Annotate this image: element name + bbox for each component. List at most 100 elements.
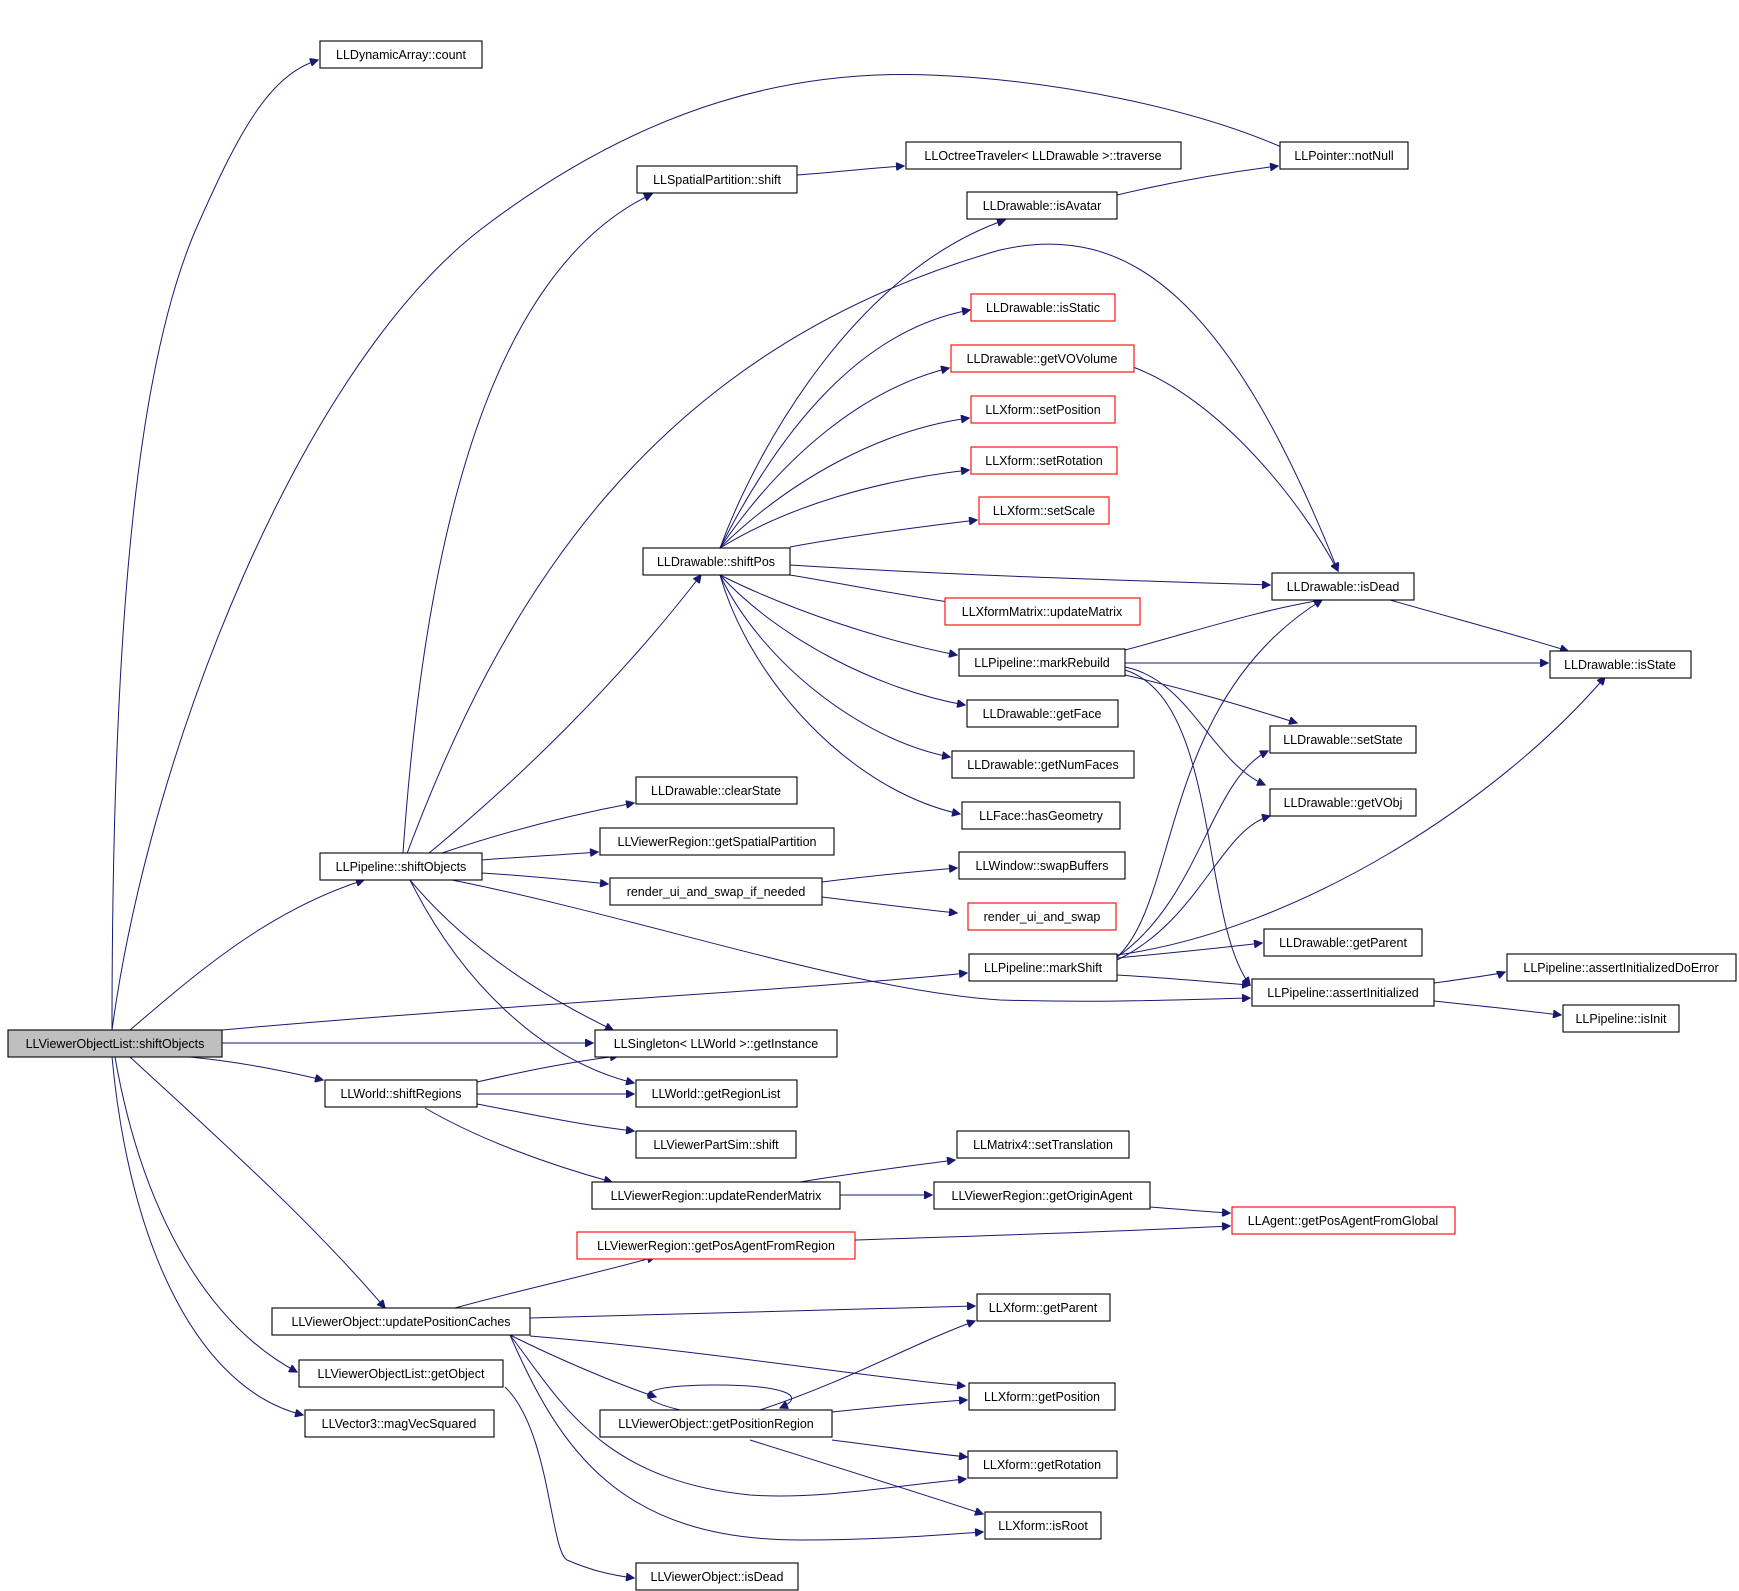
node-asserterr[interactable]: LLPipeline::assertInitializedDoError	[1506, 953, 1737, 982]
node-shiftobjects[interactable]: LLPipeline::shiftObjects	[319, 852, 483, 881]
node-label: LLDrawable::isStatic	[986, 301, 1100, 315]
edge-updrender-settrans	[799, 1160, 955, 1183]
node-shiftregions[interactable]: LLWorld::shiftRegions	[324, 1079, 478, 1108]
node-drgetparent[interactable]: LLDrawable::getParent	[1263, 928, 1423, 957]
node-magvec[interactable]: LLVector3::magVecSquared	[304, 1409, 495, 1438]
node-isstate[interactable]: LLDrawable::isState	[1549, 650, 1692, 679]
node-root[interactable]: LLViewerObjectList::shiftObjects	[7, 1029, 223, 1058]
node-isdead[interactable]: LLDrawable::isDead	[1271, 572, 1415, 601]
node-getposregion[interactable]: LLViewerRegion::getPosAgentFromRegion	[576, 1231, 856, 1260]
node-getvovol[interactable]: LLDrawable::getVOVolume	[950, 344, 1135, 373]
edge-shiftpos-isdead	[789, 564, 1270, 585]
node-spshift[interactable]: LLSpatialPartition::shift	[636, 165, 798, 194]
node-getvobj[interactable]: LLDrawable::getVObj	[1269, 788, 1417, 817]
node-label: LLDrawable::shiftPos	[657, 555, 775, 569]
edge-root-updposcache	[129, 1056, 385, 1308]
edge-getposreg-self	[647, 1384, 793, 1411]
node-getnumfaces[interactable]: LLDrawable::getNumFaces	[951, 750, 1135, 779]
edge-markshift-drgetparent	[1116, 943, 1262, 959]
edge-isdead-isstate	[1389, 599, 1568, 651]
edge-assertinit-isinit	[1433, 1000, 1561, 1015]
edge-getposreg-xgetrot	[831, 1439, 967, 1457]
edge-markrebuild-isdead	[1124, 600, 1322, 651]
node-getspatial[interactable]: LLViewerRegion::getSpatialPartition	[599, 827, 835, 856]
node-setscale[interactable]: LLXform::setScale	[978, 496, 1110, 525]
node-label: LLVector3::magVecSquared	[322, 1417, 477, 1431]
edge-root-magvec	[111, 1056, 303, 1415]
node-clearstate[interactable]: LLDrawable::clearState	[635, 776, 798, 805]
edge-root-shiftobjects	[129, 880, 364, 1031]
node-label: LLXform::setScale	[993, 504, 1095, 518]
edge-getposregion-getposglobal	[854, 1226, 1230, 1241]
edge-getvovol-isdead	[1132, 366, 1338, 571]
node-setrot[interactable]: LLXform::setRotation	[970, 446, 1118, 475]
node-label: LLFace::hasGeometry	[979, 809, 1103, 823]
edge-shiftobjects-isdead	[401, 243, 1338, 868]
node-getinstance[interactable]: LLSingleton< LLWorld >::getInstance	[594, 1029, 838, 1058]
node-setstate[interactable]: LLDrawable::setState	[1269, 725, 1417, 754]
node-getface[interactable]: LLDrawable::getFace	[966, 699, 1119, 728]
node-isstatic[interactable]: LLDrawable::isStatic	[970, 293, 1116, 322]
node-getorigin[interactable]: LLViewerRegion::getOriginAgent	[933, 1181, 1151, 1210]
edge-shiftregions-getinstance	[476, 1056, 618, 1083]
node-swapbuffers[interactable]: LLWindow::swapBuffers	[958, 851, 1126, 880]
node-updposcache[interactable]: LLViewerObject::updatePositionCaches	[271, 1307, 531, 1336]
node-renderifneeded[interactable]: render_ui_and_swap_if_needed	[609, 877, 823, 906]
node-markshift[interactable]: LLPipeline::markShift	[968, 953, 1118, 982]
node-shiftpos[interactable]: LLDrawable::shiftPos	[642, 547, 791, 576]
node-renderswap[interactable]: render_ui_and_swap	[967, 902, 1117, 931]
node-label: LLWorld::getRegionList	[652, 1087, 781, 1101]
node-getposreg[interactable]: LLViewerObject::getPositionRegion	[599, 1409, 833, 1438]
node-isavatar[interactable]: LLDrawable::isAvatar	[966, 191, 1118, 220]
node-label: LLViewerObjectList::getObject	[318, 1367, 486, 1381]
node-label: LLPipeline::assertInitialized	[1267, 986, 1419, 1000]
node-getregionlist[interactable]: LLWorld::getRegionList	[635, 1079, 798, 1108]
node-octree[interactable]: LLOctreeTraveler< LLDrawable >::traverse	[905, 141, 1182, 170]
node-voisdead[interactable]: LLViewerObject::isDead	[635, 1562, 799, 1591]
node-dyncount[interactable]: LLDynamicArray::count	[319, 40, 483, 69]
node-updmatrix[interactable]: LLXformMatrix::updateMatrix	[944, 597, 1141, 626]
edge-shiftpos-setrot	[719, 470, 969, 549]
edge-shiftobjects-getregionlist	[409, 879, 634, 1083]
edge-updposcache-isroot	[509, 1334, 983, 1541]
edge-assertinit-asserterr	[1433, 972, 1505, 984]
edge-markshift-isstate	[1116, 677, 1605, 956]
node-label: LLPipeline::markShift	[984, 961, 1103, 975]
edge-updposcache-getposregion	[454, 1257, 655, 1309]
node-updrender[interactable]: LLViewerRegion::updateRenderMatrix	[591, 1181, 841, 1210]
node-partsim[interactable]: LLViewerPartSim::shift	[635, 1130, 797, 1159]
edge-shiftpos-getnumfaces	[719, 574, 950, 757]
node-xgetparent[interactable]: LLXform::getParent	[976, 1293, 1111, 1322]
edge-updposcache-xgetposition	[529, 1335, 965, 1386]
edges	[111, 60, 1605, 1578]
node-setpos[interactable]: LLXform::setPosition	[970, 395, 1116, 424]
node-getposglobal[interactable]: LLAgent::getPosAgentFromGlobal	[1231, 1206, 1456, 1235]
node-xgetrot[interactable]: LLXform::getRotation	[967, 1450, 1118, 1479]
node-label: LLWorld::shiftRegions	[340, 1087, 461, 1101]
edge-isavatar-notnull	[1116, 166, 1278, 196]
edge-getposreg-xgetparent	[759, 1321, 975, 1411]
node-label: LLPipeline::markRebuild	[974, 656, 1110, 670]
node-isinit[interactable]: LLPipeline::isInit	[1562, 1004, 1680, 1033]
node-label: LLViewerObject::updatePositionCaches	[291, 1315, 510, 1329]
node-isroot[interactable]: LLXform::isRoot	[984, 1511, 1102, 1540]
node-label: LLDrawable::getFace	[983, 707, 1102, 721]
node-getobject[interactable]: LLViewerObjectList::getObject	[298, 1359, 504, 1388]
edge-updposcache-xgetrot	[509, 1334, 966, 1497]
node-label: LLXform::setRotation	[985, 454, 1102, 468]
node-assertinit[interactable]: LLPipeline::assertInitialized	[1251, 978, 1435, 1007]
node-notnull[interactable]: LLPointer::notNull	[1279, 141, 1409, 170]
node-settrans[interactable]: LLMatrix4::setTranslation	[956, 1130, 1130, 1159]
edge-shiftregions-partsim	[476, 1103, 634, 1131]
node-label: LLDrawable::isAvatar	[983, 199, 1102, 213]
edge-shiftpos-isavatar	[719, 220, 1005, 549]
edge-getposreg-isroot	[749, 1439, 983, 1514]
edge-getorigin-getposglobal	[1149, 1206, 1230, 1213]
node-xgetposition[interactable]: LLXform::getPosition	[968, 1382, 1116, 1411]
node-markrebuild[interactable]: LLPipeline::markRebuild	[958, 648, 1126, 677]
node-label: LLDrawable::getVObj	[1284, 796, 1403, 810]
edge-markrebuild-assertinit	[1124, 669, 1250, 985]
node-hasgeom[interactable]: LLFace::hasGeometry	[961, 801, 1121, 830]
node-label: LLDrawable::isState	[1564, 658, 1676, 672]
